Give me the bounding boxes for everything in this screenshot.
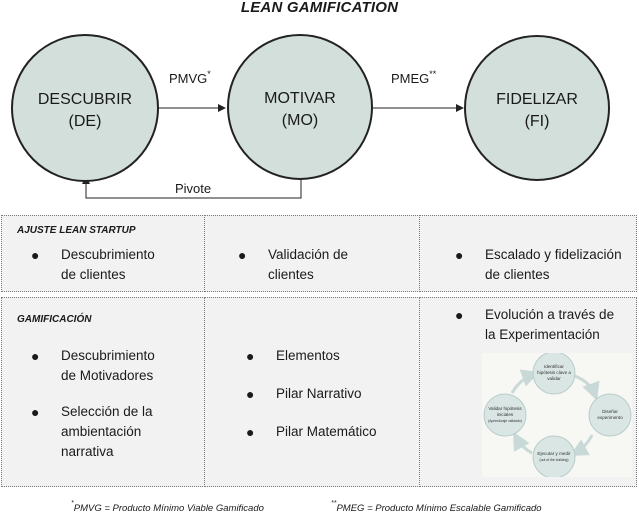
gam-item-evolucion: ● Evolución a través de la Experimentaci… <box>455 305 615 345</box>
loop-text: Ejecutar y medir <box>537 451 571 456</box>
lean-item-1: ● Descubrimiento de clientes <box>31 245 155 285</box>
node-descubrir-name: DESCUBRIR <box>38 91 132 108</box>
lean-cell-3 <box>419 215 637 292</box>
node-descubrir-shape <box>11 34 159 182</box>
loop-arrow-4 <box>510 369 540 394</box>
loop-text: experimento <box>597 415 623 420</box>
bullet-icon: ● <box>238 247 247 263</box>
gam-item-elementos: ● Elementos <box>246 346 340 366</box>
loop-node-disenar <box>588 393 632 437</box>
loop-text: hipótesis clave a <box>537 370 571 375</box>
loop-text: Identificar <box>544 364 564 369</box>
loop-text: iniciales <box>497 412 514 417</box>
footnote-pmeg: **PMEG = Producto Mínimo Escalable Gamif… <box>331 500 542 514</box>
node-fidelizar: FIDELIZAR (FI) <box>464 35 610 181</box>
lean-item-1-line-2: de clientes <box>61 267 126 282</box>
lean-item-2: ● Validación de clientes <box>238 245 349 285</box>
lean-item-3: ● Escalado y fidelización de clientes <box>455 245 622 285</box>
lean-item-2-line-1: Validación de <box>268 247 349 262</box>
loop-arrow-3 <box>513 431 533 455</box>
loop-text: validar <box>547 376 561 381</box>
bullet-icon: ● <box>246 386 255 402</box>
node-motivar: MOTIVAR (MO) <box>227 34 373 180</box>
flow-diagram: DESCUBRIR (DE) MOTIVAR (MO) FIDELIZAR (F… <box>11 34 610 199</box>
pivote-label: Pivote <box>175 181 211 196</box>
gam-item-pilar-matematico: ● Pilar Matemático <box>246 422 377 442</box>
lean-cell-1 <box>1 215 205 292</box>
lean-item-3-line-2: de clientes <box>485 267 550 282</box>
loop-node-validar <box>483 393 527 437</box>
loop-arrow-1 <box>571 373 600 401</box>
bullet-icon: ● <box>31 404 40 420</box>
node-motivar-name: MOTIVAR <box>264 90 336 107</box>
gam-item-ambientacion-line-3: narrativa <box>61 444 114 459</box>
node-descubrir: DESCUBRIR (DE) <box>11 34 159 182</box>
gam-item-pilar-narrativo-text: Pilar Narrativo <box>276 386 362 401</box>
gam-item-ambientacion: ● Selección de la ambientación narrativa <box>31 402 153 462</box>
footnote-pmvg: *PMVG = Producto Mínimo Viable Gamificad… <box>71 500 264 514</box>
gam-item-motivadores-line-2: de Motivadores <box>61 368 154 383</box>
gam-item-ambientacion-line-1: Selección de la <box>61 404 153 419</box>
node-motivar-abbr: (MO) <box>282 112 318 129</box>
lean-item-2-line-2: clientes <box>268 267 314 282</box>
loop-text: (Aprendizaje validado) <box>488 419 522 423</box>
bullet-icon: ● <box>455 247 464 263</box>
gam-item-pilar-matematico-text: Pilar Matemático <box>276 424 377 439</box>
gam-item-pilar-narrativo: ● Pilar Narrativo <box>246 384 362 404</box>
diagram-title: LEAN GAMIFICATION <box>240 0 399 16</box>
bullet-icon: ● <box>455 307 464 323</box>
node-descubrir-abbr: (DE) <box>69 113 102 130</box>
gam-item-evolucion-line-2: la Experimentación <box>485 327 600 342</box>
experimentation-loop-image: Identificar hipótesis clave a validar Di… <box>482 351 632 479</box>
edge-pivote <box>82 176 302 199</box>
lean-item-3-line-1: Escalado y fidelización <box>485 247 622 262</box>
bullet-icon: ● <box>31 247 40 263</box>
loop-node-ejecutar <box>532 435 576 479</box>
bullet-icon: ● <box>31 348 40 364</box>
loop-text: Validar hipótesis <box>488 406 522 411</box>
node-motivar-shape <box>227 34 373 180</box>
lean-section-title: AJUSTE LEAN STARTUP <box>17 225 136 236</box>
gam-item-evolucion-line-1: Evolución a través de <box>485 307 615 322</box>
loop-text: (out of the building) <box>539 458 568 462</box>
loop-arrow-2 <box>569 434 594 456</box>
node-fidelizar-abbr: (FI) <box>525 113 550 130</box>
edge1-label: PMVG* <box>169 69 211 86</box>
node-fidelizar-shape <box>464 35 610 181</box>
gam-cell-2 <box>204 297 420 487</box>
bullet-icon: ● <box>246 424 255 440</box>
lean-item-1-line-1: Descubrimiento <box>61 247 155 262</box>
gam-item-ambientacion-line-2: ambientación <box>61 424 142 439</box>
gam-item-motivadores: ● Descubrimiento de Motivadores <box>31 346 155 386</box>
gam-item-motivadores-line-1: Descubrimiento <box>61 348 155 363</box>
loop-text: Diseñar <box>602 409 618 414</box>
gam-item-elementos-text: Elementos <box>276 348 340 363</box>
node-fidelizar-name: FIDELIZAR <box>496 91 578 108</box>
gam-cell-1 <box>1 297 205 487</box>
edge2-label: PMEG** <box>391 69 437 86</box>
bullet-icon: ● <box>246 348 255 364</box>
gam-section-title: GAMIFICACIÓN <box>17 314 92 325</box>
experimentation-loop-diagram: Identificar hipótesis clave a validar Di… <box>483 351 632 479</box>
